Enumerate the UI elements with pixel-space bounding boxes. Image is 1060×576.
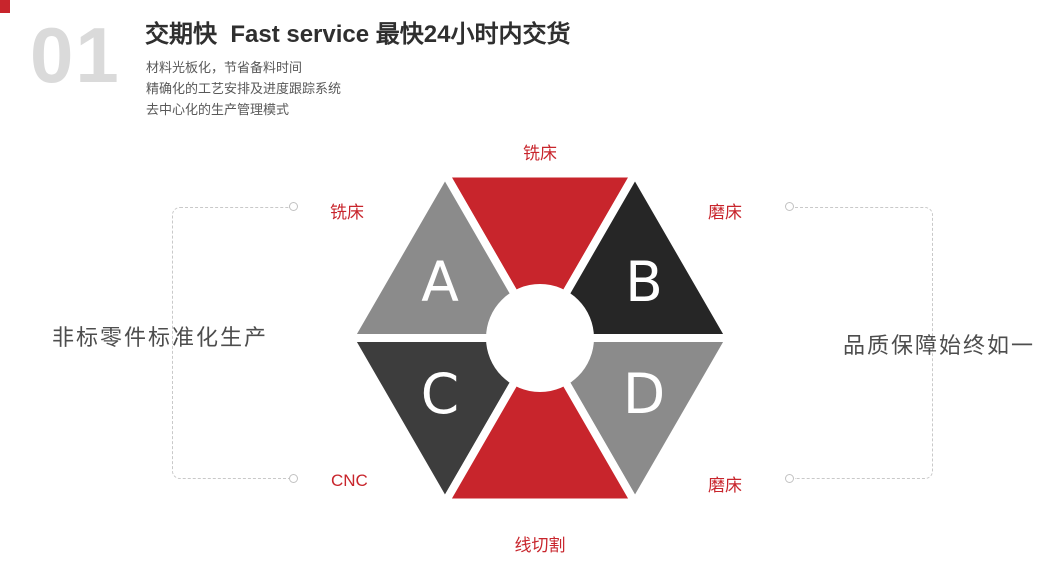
segment-letter-d: D	[623, 362, 665, 426]
bullet-line: 材料光板化，节省备料时间	[146, 60, 303, 75]
label-upper-left: 铣床	[330, 203, 364, 222]
label-upper-right: 磨床	[708, 203, 742, 222]
segment-letter-a: A	[421, 250, 459, 314]
connector-bracket-left	[172, 207, 290, 479]
segment-letter-b: B	[625, 250, 663, 314]
label-top: 铣床	[523, 144, 557, 163]
label-lower-right: 磨床	[708, 476, 742, 495]
bullet-line: 去中心化的生产管理模式	[146, 102, 290, 117]
segment-letter-c: C	[421, 362, 459, 426]
connector-node-icon	[289, 474, 298, 483]
bullet-list: 材料光板化，节省备料时间 精确化的工艺安排及进度跟踪系统 去中心化的生产管理模式	[146, 57, 341, 120]
section-number: 01	[30, 11, 121, 99]
bullet-line: 精确化的工艺安排及进度跟踪系统	[146, 81, 342, 96]
label-lower-left: CNC	[331, 471, 368, 490]
left-caption: 非标零件标准化生产	[52, 325, 269, 350]
right-caption: 品质保障始终如一	[843, 333, 1036, 358]
page-title: 交期快 Fast service 最快24小时内交货	[145, 21, 571, 48]
hexagon-center-circle	[486, 284, 594, 392]
segment-bottom-triangle	[441, 334, 639, 507]
connector-node-icon	[289, 202, 298, 211]
connector-bracket-right	[795, 207, 933, 479]
label-bottom: 线切割	[514, 536, 566, 555]
connector-node-icon	[785, 202, 794, 211]
connector-node-icon	[785, 474, 794, 483]
corner-accent	[0, 0, 10, 13]
